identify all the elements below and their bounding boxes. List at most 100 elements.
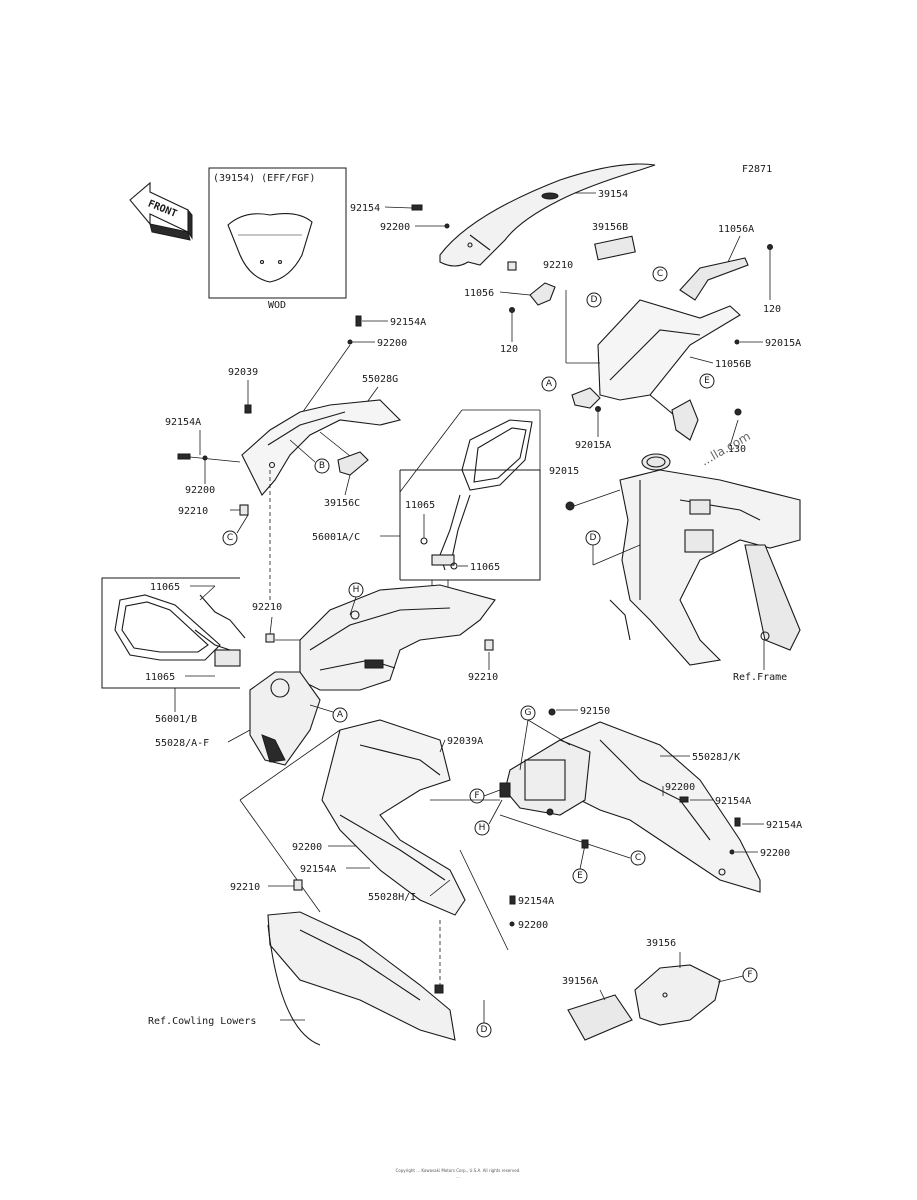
part-55028JK — [559, 721, 761, 893]
label-39156A: 39156A — [562, 976, 598, 987]
callout-A-mid: A — [332, 707, 348, 723]
callout-E-mid: E — [572, 868, 588, 884]
callout-C-mid: C — [630, 850, 646, 866]
label-92154A-left: 92154A — [165, 417, 201, 428]
svg-text:C: C — [657, 269, 663, 279]
footer-line1: Copyright ... Kawasaki Motors Corp., U.S… — [395, 1168, 520, 1173]
callout-G: G — [520, 705, 536, 721]
svg-text:H: H — [479, 823, 486, 833]
label-55028JK: 55028J/K — [692, 752, 740, 763]
label-92154A-r2: 92154A — [766, 820, 802, 831]
label-92210-left: 92210 — [178, 506, 208, 517]
label-92154A-low: 92154A — [300, 864, 336, 875]
mirror-box-right — [399, 409, 541, 581]
footer-line2: ... — [456, 1174, 460, 1179]
label-92200-low2: 92200 — [518, 920, 548, 931]
label-92210-center: 92210 — [252, 602, 282, 613]
label-92154A-mid: 92154A — [390, 317, 426, 328]
part-39156 — [634, 964, 721, 1026]
callout-E-top: E — [699, 373, 715, 389]
label-130: 130 — [728, 444, 746, 455]
svg-text:A: A — [337, 710, 344, 720]
label-92154-top: 92154 — [350, 203, 380, 214]
inset-caption: WOD — [268, 300, 286, 311]
label-11065-lbox: 11065 — [150, 582, 180, 593]
svg-text:H: H — [353, 585, 360, 595]
label-55028HI: 55028H/I — [368, 892, 416, 903]
label-92200-low: 92200 — [292, 842, 322, 853]
svg-text:D: D — [590, 533, 597, 543]
callout-C-top: C — [652, 266, 668, 282]
svg-text:E: E — [704, 376, 710, 386]
part-39156B — [594, 235, 636, 261]
label-11065-inbox: 11065 — [405, 500, 435, 511]
bracket-assembly — [499, 739, 591, 816]
svg-text:E: E — [577, 871, 583, 881]
part-39156A — [567, 994, 633, 1041]
label-39156C: 39156C — [324, 498, 360, 509]
collar-92210-top — [507, 261, 517, 271]
label-92039A: 92039A — [447, 736, 483, 747]
svg-text:D: D — [481, 1025, 488, 1035]
label-92039: 92039 — [228, 367, 258, 378]
callout-B: B — [314, 458, 330, 474]
label-55028G: 55028G — [362, 374, 398, 385]
label-92015: 92015 — [549, 466, 579, 477]
label-92154A-r1: 92154A — [715, 796, 751, 807]
label-39154: 39154 — [598, 189, 628, 200]
label-11056: 11056 — [464, 288, 494, 299]
part-55028HI — [321, 719, 466, 916]
part-55028AF — [249, 671, 321, 766]
label-11056B: 11056B — [715, 359, 751, 370]
svg-text:C: C — [227, 533, 233, 543]
inset-header: (39154) (EFF/FGF) — [213, 173, 315, 184]
part-11056A — [679, 257, 749, 301]
callout-F-mid: F — [469, 788, 485, 804]
label-39156: 39156 — [646, 938, 676, 949]
callout-C-left: C — [222, 530, 238, 546]
svg-text:F: F — [474, 791, 479, 801]
windshield-part — [439, 163, 656, 267]
part-39156C — [337, 451, 369, 476]
part-55028G — [241, 399, 402, 496]
callout-D-low: D — [476, 1022, 492, 1038]
svg-text:D: D — [591, 295, 598, 305]
label-92210-right: 92210 — [468, 672, 498, 683]
cowling-lower-part — [267, 911, 456, 1046]
label-11056A: 11056A — [718, 224, 754, 235]
label-39156B: 39156B — [592, 222, 628, 233]
front-arrow-icon: FRONT — [129, 181, 193, 241]
callout-F-low: F — [742, 967, 758, 983]
frame-section — [609, 453, 801, 666]
label-11065-lbox2: 11065 — [145, 672, 175, 683]
label-92015A-right: 92015A — [765, 338, 801, 349]
label-92154A-low2: 92154A — [518, 896, 554, 907]
label-56001B: 56001/B — [155, 714, 197, 725]
callout-A-top: A — [541, 376, 557, 392]
mirror-box-left — [101, 577, 246, 689]
part-11056 — [529, 282, 556, 306]
label-92015A-mid: 92015A — [575, 440, 611, 451]
ref-frame: Ref.Frame — [733, 672, 787, 683]
label-11065-inbox2: 11065 — [470, 562, 500, 573]
svg-text:G: G — [525, 708, 532, 718]
svg-text:A: A — [546, 379, 553, 389]
callout-D-frame: D — [585, 530, 601, 546]
label-92200-left: 92200 — [185, 485, 215, 496]
label-92210-top: 92210 — [543, 260, 573, 271]
svg-text:F: F — [747, 970, 752, 980]
ref-cowling-lowers: Ref.Cowling Lowers — [148, 1016, 256, 1027]
label-56001AC: 56001A/C — [312, 532, 360, 543]
callout-H-mid: H — [474, 820, 490, 836]
callout-H-top: H — [348, 582, 364, 598]
label-55028AF: 55028/A-F — [155, 738, 209, 749]
label-92210-low: 92210 — [230, 882, 260, 893]
label-92150: 92150 — [580, 706, 610, 717]
label-92200-top: 92200 — [380, 222, 410, 233]
callout-D-top: D — [586, 292, 602, 308]
svg-text:C: C — [635, 853, 641, 863]
label-92200-r1: 92200 — [665, 782, 695, 793]
svg-text:B: B — [319, 461, 325, 471]
inset-windshield-box: (39154) (EFF/FGF) WOD — [208, 167, 347, 311]
